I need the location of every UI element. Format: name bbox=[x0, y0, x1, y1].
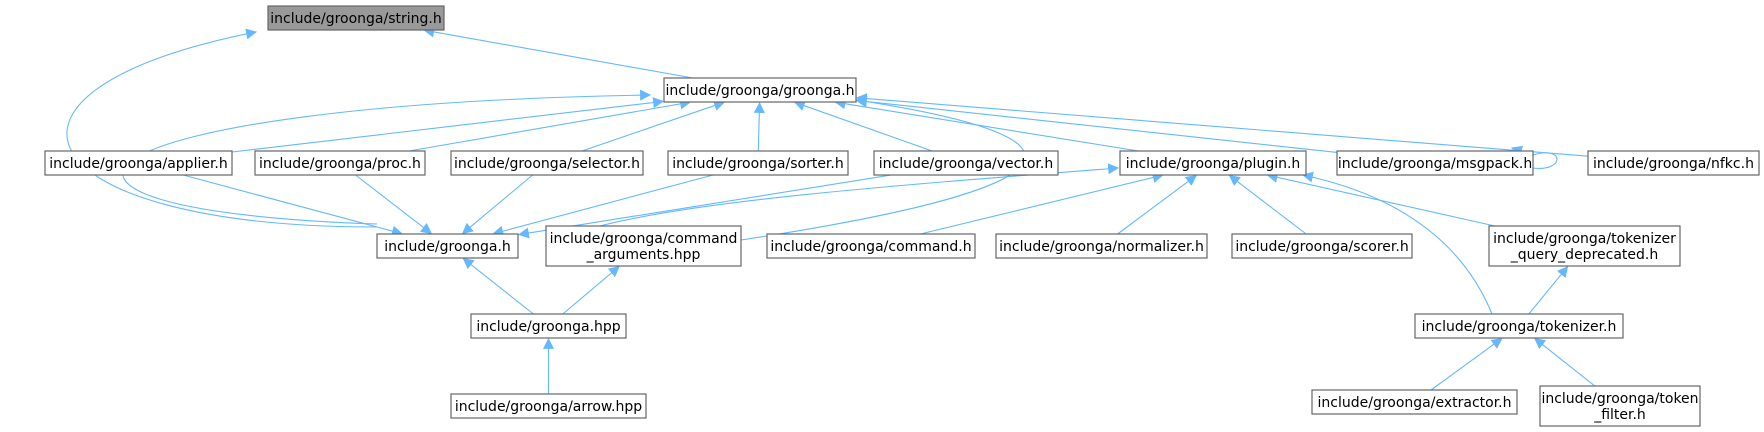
node-label: include/groonga/nfkc.h bbox=[1593, 156, 1754, 172]
node-label: include/groonga/string.h bbox=[270, 11, 441, 27]
edge-extractor-h-to-tokenizer-h bbox=[1430, 337, 1503, 391]
node-label: include/groonga/command.h bbox=[770, 239, 971, 255]
node-box bbox=[766, 233, 976, 259]
edge-vector-h-to-groonga-h bbox=[793, 100, 933, 152]
node-box bbox=[1539, 385, 1701, 427]
edge-proc-h-to-groonga-h bbox=[408, 98, 692, 152]
node-label: include/groonga/selector.h bbox=[454, 156, 640, 172]
node-groonga-h[interactable]: include/groonga/groonga.h bbox=[663, 77, 857, 103]
node-label: include/groonga.h bbox=[384, 239, 511, 255]
node-box bbox=[663, 77, 857, 103]
node-label: include/groonga/sorter.h bbox=[672, 156, 843, 172]
node-box bbox=[450, 393, 647, 419]
node-label: include/groonga/normalizer.h bbox=[999, 239, 1204, 255]
node-arrow-hpp[interactable]: include/groonga/arrow.hpp bbox=[450, 393, 647, 419]
node-box bbox=[254, 150, 426, 176]
node-sorter-h[interactable]: include/groonga/sorter.h bbox=[667, 150, 849, 176]
edge-applier-h-to-top-groonga-h bbox=[183, 174, 403, 237]
node-box bbox=[995, 233, 1208, 259]
node-box bbox=[1231, 233, 1413, 259]
node-label: _arguments.hpp bbox=[586, 247, 701, 263]
node-box bbox=[470, 313, 627, 339]
node-box bbox=[873, 150, 1059, 176]
node-tokenizer-h[interactable]: include/groonga/tokenizer.h bbox=[1414, 313, 1624, 339]
node-proc-h[interactable]: include/groonga/proc.h bbox=[254, 150, 426, 176]
node-plugin-h[interactable]: include/groonga/plugin.h bbox=[1119, 150, 1307, 176]
node-box bbox=[1488, 225, 1681, 267]
node-selector-h[interactable]: include/groonga/selector.h bbox=[450, 150, 644, 176]
node-label: include/groonga/token bbox=[1541, 391, 1698, 407]
node-label: include/groonga/tokenizer.h bbox=[1422, 319, 1617, 335]
node-box bbox=[1119, 150, 1307, 176]
node-label: _query_deprecated.h bbox=[1510, 247, 1658, 263]
node-applier-h[interactable]: include/groonga/applier.h bbox=[44, 150, 233, 176]
node-command-h[interactable]: include/groonga/command.h bbox=[766, 233, 976, 259]
node-tokenizer-query-deprecated-h[interactable]: include/groonga/tokenizer_query_deprecat… bbox=[1488, 225, 1681, 267]
edge-groonga-hpp-to-top-groonga-h bbox=[462, 257, 534, 315]
nodes-layer: include/groonga/string.h include/groonga/… bbox=[44, 5, 1760, 427]
edge-scorer-h-to-plugin-h bbox=[1228, 174, 1307, 235]
node-label: include/groonga/extractor.h bbox=[1318, 395, 1512, 411]
edges-layer bbox=[66, 26, 1596, 394]
node-vector-h[interactable]: include/groonga/vector.h bbox=[873, 150, 1059, 176]
node-label: include/groonga/arrow.hpp bbox=[455, 399, 642, 415]
edge-vector-h-to-top-groonga-h bbox=[517, 174, 892, 239]
node-box bbox=[1336, 150, 1534, 176]
edge-msgpack-h-to-groonga-h bbox=[855, 96, 1338, 153]
node-label: include/groonga.hpp bbox=[476, 319, 620, 335]
node-box bbox=[1311, 389, 1518, 415]
node-nfkc-h[interactable]: include/groonga/nfkc.h bbox=[1587, 150, 1760, 176]
edge-tokenizer-h-to-plugin-h bbox=[1301, 171, 1493, 315]
node-label: include/groonga/groonga.h bbox=[665, 83, 854, 99]
node-label: include/groonga/plugin.h bbox=[1126, 156, 1301, 172]
edge-msgpack-h-to-msgpack-h bbox=[1510, 145, 1558, 169]
node-normalizer-h[interactable]: include/groonga/normalizer.h bbox=[995, 233, 1208, 259]
edge-top-groonga-h-to-string-h bbox=[66, 28, 378, 228]
node-label: include/groonga/command bbox=[550, 231, 738, 247]
node-token-filter-h[interactable]: include/groonga/token_filter.h bbox=[1539, 385, 1701, 427]
edge-groonga-hpp-to-command-arguments-hpp bbox=[562, 265, 620, 315]
node-box bbox=[44, 150, 233, 176]
edge-applier-h-to-groonga-h bbox=[231, 97, 665, 153]
node-groonga-hpp[interactable]: include/groonga.hpp bbox=[470, 313, 627, 339]
node-label: include/groonga/proc.h bbox=[259, 156, 421, 172]
edge-nfkc-h-to-groonga-h bbox=[855, 93, 1589, 157]
node-label: include/groonga/msgpack.h bbox=[1338, 156, 1532, 172]
edge-selector-h-to-groonga-h bbox=[581, 100, 726, 152]
edge-proc-h-to-top-groonga-h bbox=[355, 174, 433, 235]
edge-groonga-h-to-string-h bbox=[423, 26, 693, 79]
node-box bbox=[667, 150, 849, 176]
edge-normalizer-h-to-plugin-h bbox=[1117, 174, 1197, 235]
node-extractor-h[interactable]: include/groonga/extractor.h bbox=[1311, 389, 1518, 415]
node-string-h: include/groonga/string.h bbox=[267, 5, 445, 31]
edge-sorter-h-to-top-groonga-h bbox=[492, 174, 714, 237]
node-box bbox=[1414, 313, 1624, 339]
edge-tokenizer-h-to-tokenizer-query-deprecated-h bbox=[1528, 265, 1569, 315]
node-label: include/groonga/tokenizer bbox=[1493, 231, 1676, 247]
node-command-arguments-hpp[interactable]: include/groonga/command_arguments.hpp bbox=[545, 225, 742, 267]
edge-token-filter-h-to-tokenizer-h bbox=[1534, 337, 1596, 387]
node-top-groonga-h[interactable]: include/groonga.h bbox=[376, 233, 519, 259]
node-scorer-h[interactable]: include/groonga/scorer.h bbox=[1231, 233, 1413, 259]
node-label: _filter.h bbox=[1593, 407, 1646, 423]
node-label: include/groonga/applier.h bbox=[49, 156, 228, 172]
node-box bbox=[450, 150, 644, 176]
node-label: include/groonga/vector.h bbox=[879, 156, 1053, 172]
node-box bbox=[545, 225, 742, 267]
edge-command-arguments-hpp-to-plugin-h bbox=[599, 163, 1120, 227]
edge-sorter-h-to-groonga-h bbox=[753, 101, 765, 152]
edge-command-h-to-plugin-h bbox=[920, 172, 1164, 235]
edge-selector-h-to-top-groonga-h bbox=[461, 174, 533, 235]
node-msgpack-h[interactable]: include/groonga/msgpack.h bbox=[1336, 150, 1534, 176]
node-label: include/groonga/scorer.h bbox=[1235, 239, 1408, 255]
node-box bbox=[376, 233, 519, 259]
node-box bbox=[1587, 150, 1760, 176]
node-box bbox=[267, 5, 445, 31]
edge-plugin-h-to-groonga-h bbox=[834, 98, 1139, 152]
